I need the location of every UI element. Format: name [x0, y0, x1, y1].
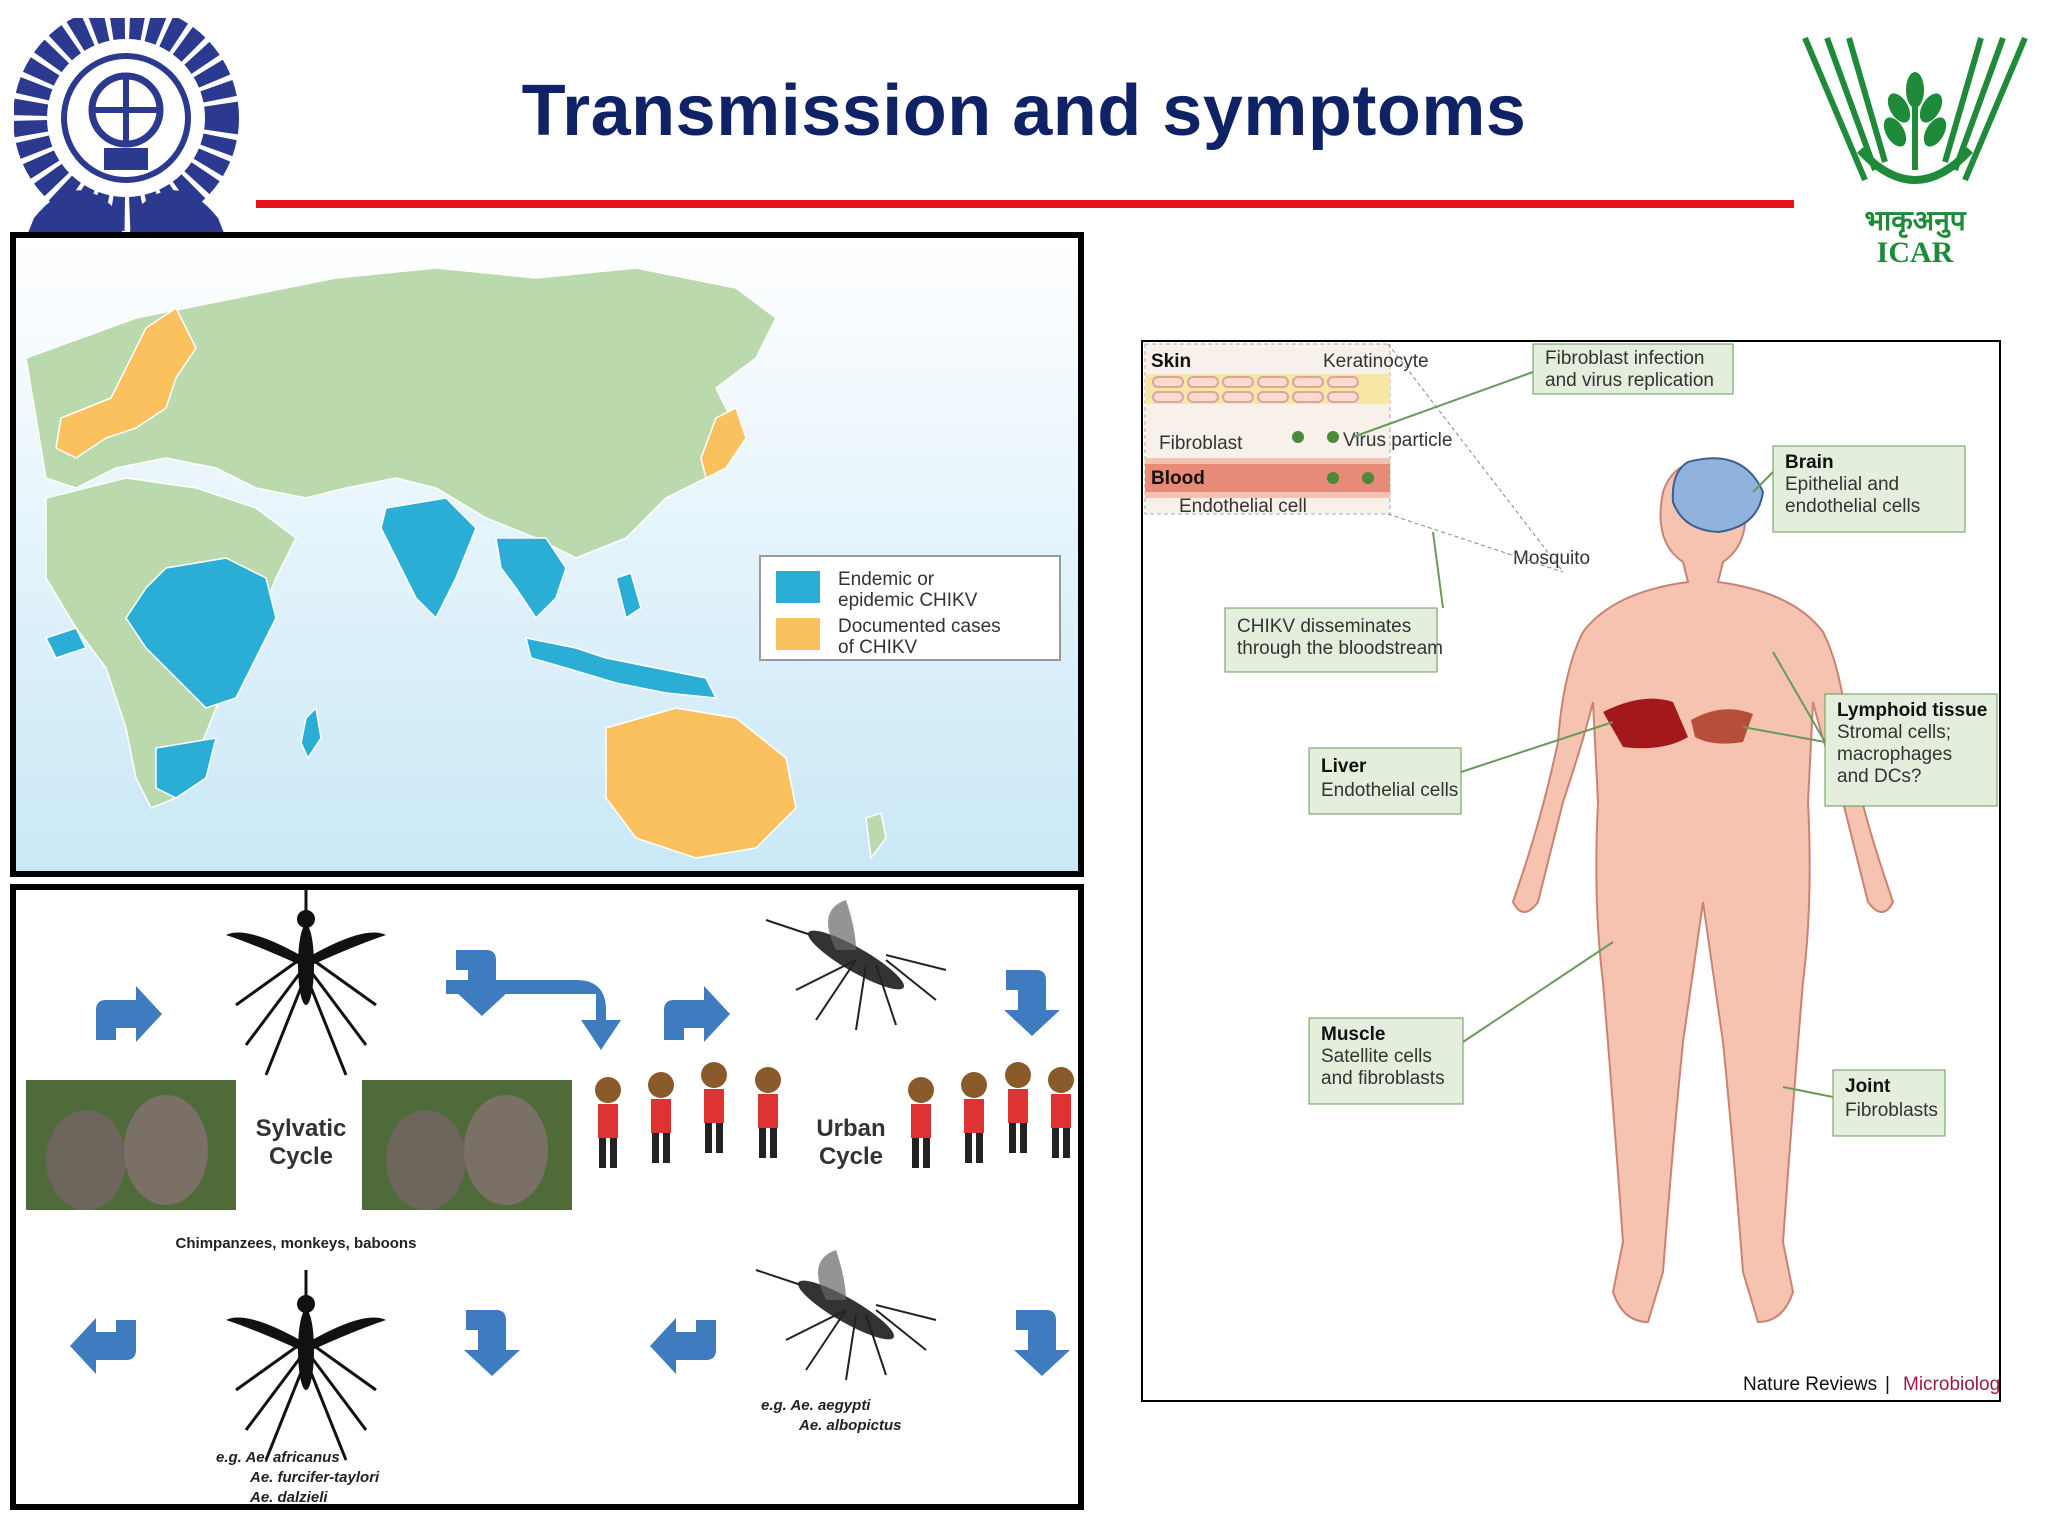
child-figure: [701, 1062, 727, 1153]
blood-label: Blood: [1151, 468, 1205, 489]
child-figure: [1048, 1067, 1074, 1158]
skin-label: Skin: [1151, 351, 1191, 372]
cycle-arrow: [96, 986, 162, 1042]
legend-swatch-documented: [776, 618, 820, 650]
cycle-arrow: [664, 986, 730, 1042]
japan-documented: [700, 406, 747, 480]
urban-label-l2: Cycle: [819, 1143, 883, 1170]
child-figure: [755, 1067, 781, 1158]
legend-endemic-l1: Endemic or: [838, 569, 935, 590]
lymph-l2: macrophages: [1837, 744, 1952, 765]
child-figure: [908, 1077, 934, 1168]
world-map: Endemic or epidemic CHIKV Documented cas…: [16, 238, 1078, 871]
credit-journal: Nature Reviews: [1743, 1374, 1877, 1395]
spleen-icon: [1691, 709, 1753, 744]
child-figure: [961, 1072, 987, 1163]
credit-section: Microbiology: [1903, 1374, 1999, 1395]
muscle-l1: Satellite cells: [1321, 1046, 1432, 1067]
icar-logo: भाकृअनुप ICAR: [1802, 36, 2028, 269]
se-asia-endemic: [495, 537, 567, 620]
brain-icon: [1671, 457, 1765, 534]
cycle-arrow: [1014, 1310, 1070, 1376]
muscle-title: Muscle: [1321, 1024, 1385, 1045]
credit-separator: |: [1885, 1374, 1890, 1395]
eurasia-landmass: [25, 267, 777, 559]
transmission-cycle-panel: Sylvatic Cycle Urban Cycle Chimpanzees, …: [10, 884, 1084, 1510]
icar-hindi-text: भाकृअनुप: [1864, 205, 1966, 238]
new-zealand: [865, 812, 887, 860]
institute-emblem-logo: [14, 18, 239, 243]
fibro-infection-l2: and virus replication: [1545, 370, 1714, 391]
indonesia-endemic: [524, 637, 718, 699]
sylvatic-vector-2: Ae. furcifer-taylori: [249, 1469, 380, 1486]
sylvatic-vector-1: e.g. Ae. africanus: [216, 1449, 340, 1466]
human-figure: [1511, 457, 1895, 1324]
africa-endemic: [125, 557, 277, 709]
fibroblast-label: Fibroblast: [1159, 433, 1243, 454]
australia-documented: [605, 707, 797, 859]
lymph-l1: Stromal cells;: [1837, 722, 1951, 743]
cycle-arrow: [1004, 970, 1060, 1036]
lymph-l3: and DCs?: [1837, 766, 1922, 787]
sylvatic-mosquito-top: [224, 890, 388, 1077]
india-endemic: [380, 497, 477, 620]
map-legend: Endemic or epidemic CHIKV Documented cas…: [759, 555, 1061, 661]
urban-label-l1: Urban: [816, 1115, 885, 1142]
madagascar: [300, 706, 322, 760]
brain-title: Brain: [1785, 452, 1834, 473]
sylvatic-label-l1: Sylvatic: [256, 1115, 347, 1142]
liver-l1: Endothelial cells: [1321, 780, 1458, 801]
human-body-diagram: Skin Keratinocyte Fibroblast Virus parti…: [1144, 343, 1999, 1395]
muscle-l2: and fibroblasts: [1321, 1068, 1445, 1089]
legend-endemic-l2: epidemic CHIKV: [838, 590, 978, 611]
keratinocyte-label: Keratinocyte: [1323, 351, 1429, 372]
icar-abbr-text: ICAR: [1877, 236, 1954, 269]
legend-swatch-endemic: [776, 571, 820, 603]
chikv-pathogenesis-panel: Skin Keratinocyte Fibroblast Virus parti…: [1141, 340, 2001, 1402]
liver-title: Liver: [1321, 756, 1367, 777]
skin-blood-inset: Skin Keratinocyte Fibroblast Virus parti…: [1144, 343, 1452, 517]
virus-particle-label: Virus particle: [1343, 430, 1452, 451]
slide-title: Transmission and symptoms: [521, 71, 1527, 151]
west-africa-endemic: [44, 627, 88, 659]
chikv-distribution-map-panel: Endemic or epidemic CHIKV Documented cas…: [10, 232, 1084, 877]
mosquito-label: Mosquito: [1513, 548, 1590, 569]
endothelial-label: Endothelial cell: [1179, 496, 1307, 517]
child-figure: [1005, 1062, 1031, 1153]
south-africa-endemic: [155, 737, 218, 799]
brain-l1: Epithelial and: [1785, 474, 1899, 495]
child-figure: [648, 1072, 674, 1163]
lymph-title: Lymphoid tissue: [1837, 700, 1987, 721]
joint-title: Joint: [1845, 1076, 1891, 1097]
sylvatic-label-l2: Cycle: [269, 1143, 333, 1170]
urban-vector-1: e.g. Ae. aegypti: [761, 1397, 871, 1414]
cycle-arrow: [464, 1310, 520, 1376]
sylvatic-mosquito-bottom: [224, 1268, 388, 1462]
dissem-l2: through the bloodstream: [1237, 638, 1443, 659]
brain-l2: endothelial cells: [1785, 496, 1920, 517]
urban-mosquito-top: [765, 899, 947, 1031]
dissem-l1: CHIKV disseminates: [1237, 616, 1411, 637]
europe-documented: [55, 306, 197, 459]
philippines-endemic: [615, 572, 642, 620]
title-underline: [256, 200, 1794, 208]
cycle-arrow: [650, 1318, 716, 1374]
child-figure: [595, 1077, 621, 1168]
urban-mosquito-bottom: [755, 1249, 937, 1381]
hosts-label: Chimpanzees, monkeys, baboons: [176, 1235, 417, 1252]
legend-documented-l1: Documented cases: [838, 616, 1001, 637]
urban-vector-2: Ae. albopictus: [798, 1417, 902, 1434]
liver-icon: [1603, 698, 1688, 749]
cycle-arrow: [70, 1318, 136, 1374]
sylvatic-vector-3: Ae. dalzieli: [249, 1489, 328, 1504]
cross-cycle-arrow: [446, 980, 621, 1050]
joint-l1: Fibroblasts: [1845, 1100, 1938, 1121]
fibro-infection-l1: Fibroblast infection: [1545, 348, 1704, 369]
legend-documented-l2: of CHIKV: [838, 637, 918, 658]
transmission-cycle-diagram: Sylvatic Cycle Urban Cycle Chimpanzees, …: [26, 890, 1074, 1504]
